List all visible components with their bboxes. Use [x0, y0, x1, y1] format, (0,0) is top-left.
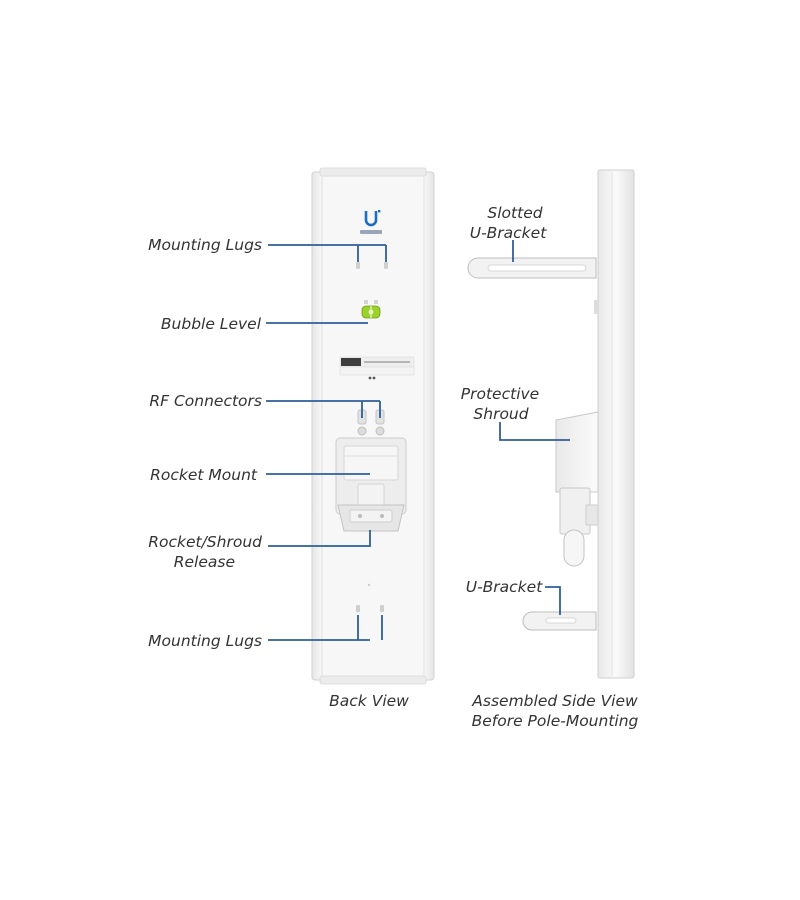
caption-side-view-line1: Assembled Side View: [471, 692, 638, 710]
ubiquiti-logo-icon: [360, 210, 382, 234]
label-mounting-lugs-bottom: Mounting Lugs: [148, 632, 262, 650]
rocket-shroud-release: [337, 504, 405, 532]
label-rf-connectors: RF Connectors: [149, 392, 262, 410]
leader-rf-connectors: [266, 400, 381, 418]
label-mounting-lugs-top: Mounting Lugs: [148, 236, 262, 254]
bottom-mounting-lugs: [356, 583, 384, 612]
side-view-panel: [594, 169, 635, 679]
leader-u-bracket: [545, 586, 561, 615]
top-mounting-lugs: [356, 262, 388, 269]
label-bubble-level: Bubble Level: [161, 315, 262, 333]
label-rocket-mount: Rocket Mount: [150, 466, 258, 484]
leader-mounting-lugs-bottom: [268, 615, 383, 641]
label-slotted-line2: U-Bracket: [470, 224, 547, 242]
product-label: [339, 356, 415, 380]
label-slotted-line1: Slotted: [487, 204, 542, 222]
label-shroud-line2: Shroud: [473, 405, 528, 423]
slotted-u-bracket: [467, 257, 597, 279]
label-u-bracket: U-Bracket: [466, 578, 543, 596]
label-release-line1: Rocket/Shroud: [148, 533, 262, 551]
protective-shroud: [555, 411, 599, 567]
rocket-mount: [335, 437, 407, 515]
leader-release: [268, 530, 371, 547]
bubble-level: [361, 300, 381, 319]
u-bracket: [522, 611, 597, 631]
leader-protective-shroud: [499, 422, 570, 441]
label-release-line2: Release: [174, 553, 235, 571]
caption-back-view: Back View: [329, 692, 409, 710]
caption-side-view-line2: Before Pole-Mounting: [472, 712, 639, 730]
label-shroud-line1: Protective: [461, 385, 539, 403]
back-view-panel: [311, 167, 435, 685]
leader-mounting-lugs-top: [268, 244, 387, 262]
